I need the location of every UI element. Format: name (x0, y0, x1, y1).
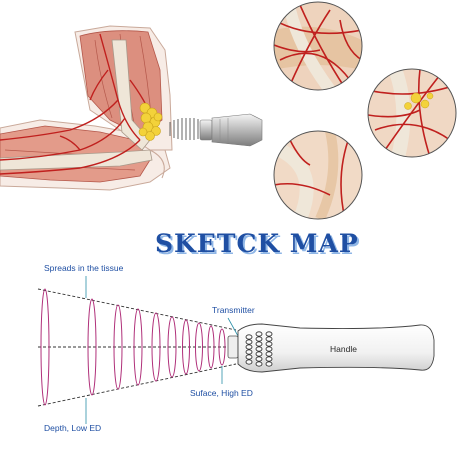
shockwave-probe-icon (169, 113, 263, 147)
wave-8 (195, 322, 203, 372)
leader-transmitter (227, 317, 239, 337)
page-title: SKETCK MAP SKETCK MAP (155, 229, 361, 260)
transmitter-tip (227, 335, 239, 359)
wave-9 (207, 325, 215, 369)
probe-body (211, 113, 263, 147)
label-depth-low-ed: Depth, Low ED (44, 423, 101, 433)
wave-6 (167, 316, 177, 378)
wave-5 (151, 312, 161, 382)
handpiece (227, 323, 435, 373)
calcification-deposit (138, 102, 163, 141)
title-shadow: SKETCK MAP (157, 231, 361, 260)
wave-7 (182, 319, 190, 375)
grip-rings (245, 331, 273, 367)
wave-3 (113, 304, 123, 390)
title-text: SKETCK MAP (155, 229, 359, 258)
elbow-anatomy-illustration (0, 25, 173, 191)
label-spreads-in-tissue: Spreads in the tissue (44, 263, 124, 273)
label-surface-high-ed: Suface, High ED (190, 388, 253, 398)
cone-bottom-line (37, 363, 237, 407)
tendon-vessels-closeup-1 (273, 1, 363, 91)
tendon-vessels-closeup-2 (367, 68, 457, 158)
probe-tip (199, 119, 213, 141)
label-handle: Handle (330, 344, 357, 354)
ulna-bone (0, 149, 153, 171)
shock-waves (40, 288, 226, 406)
wave-1 (40, 288, 50, 406)
wave-10 (218, 328, 226, 366)
handle-body (237, 323, 435, 373)
tendon-vessels-closeup-3 (273, 130, 363, 220)
arteries (0, 33, 153, 175)
spring-waves (169, 118, 199, 140)
wave-2 (87, 298, 97, 396)
label-transmitter: Transmitter (212, 305, 255, 315)
wave-spread-diagram: Spreads in the tissue Transmitter Handle… (37, 263, 435, 433)
wave-4 (133, 308, 143, 386)
